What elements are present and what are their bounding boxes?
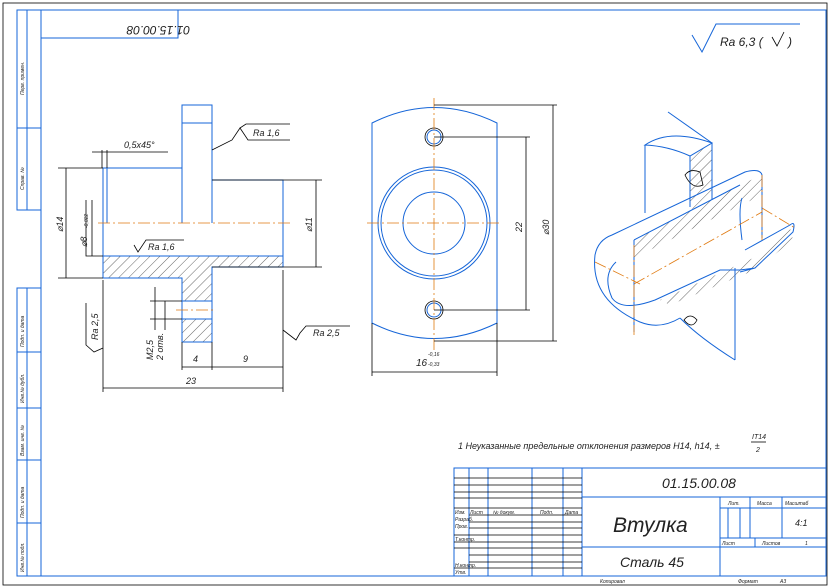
title_block-headers-0: Изм. bbox=[455, 510, 466, 516]
title-block: Изм. Лист № докум. Подп. Дата Разраб. Пр… bbox=[453, 467, 827, 585]
side_strip-1: Справ. № bbox=[20, 167, 26, 190]
side_view-d11: ⌀11 bbox=[304, 217, 314, 232]
title_block-roles-3: Н.контр. bbox=[455, 563, 476, 569]
general-roughness: Ra 6,3 ( ) bbox=[691, 23, 800, 54]
side_view-dim9: 9 bbox=[243, 354, 248, 364]
isometric-view bbox=[594, 111, 796, 361]
mirrored-code-stamp: 01.15.00.08 bbox=[41, 10, 190, 39]
title_block-roles-4: Утв. bbox=[455, 570, 466, 576]
side_view-holes: 2 отв. bbox=[155, 333, 165, 361]
side_view-d8_tol: -0,022 bbox=[84, 214, 90, 228]
title_block-headers-4: Дата bbox=[564, 510, 578, 516]
sheet-copied: Копировал bbox=[600, 579, 625, 585]
title_block-lit_label: Лит. bbox=[727, 501, 740, 507]
sheet-note_fraction_den: 2 bbox=[755, 447, 760, 454]
inner-frame bbox=[40, 9, 827, 577]
title_block-headers-1: Лист bbox=[469, 510, 483, 516]
side-strip: Перв. примен. Справ. № Подп. и дата Инв.… bbox=[16, 9, 42, 577]
side_strip-3: Инв.№ дубл. bbox=[20, 374, 26, 403]
side_view-dim4: 4 bbox=[193, 354, 198, 364]
side-section-view: 0,5x45° Ra 1,6 Ra 1,6 Ra 2,5 Ra 2,5 ⌀14 … bbox=[55, 104, 350, 392]
side_view-ra_bore: Ra 1,6 bbox=[148, 242, 175, 252]
side_view-d8: ⌀8 bbox=[79, 237, 89, 247]
sheet-code: 01.15.00.08 bbox=[662, 475, 736, 491]
front-view: 22 ⌀30 16 -0,16 -0,33 bbox=[367, 98, 557, 376]
front_view-d30: ⌀30 bbox=[541, 220, 551, 235]
side_view-ra_right: Ra 2,5 bbox=[313, 328, 341, 338]
title_block-headers-3: Подп. bbox=[540, 510, 553, 516]
title_block-sheet_label: Лист bbox=[721, 541, 735, 547]
title_block-roles-1: Пров. bbox=[455, 524, 468, 530]
title_block-sheets_label: Листов bbox=[761, 541, 781, 547]
front_view-tol_lower: -0,33 bbox=[428, 362, 440, 368]
sheet-format_value: А3 bbox=[779, 579, 786, 585]
title_block-scale_label: Масштаб bbox=[785, 501, 809, 507]
side_view-chamfer: 0,5x45° bbox=[124, 140, 155, 150]
sheet-roughness_general: Ra 6,3 ( bbox=[720, 35, 765, 49]
front_view-dim16: 16 bbox=[416, 358, 428, 369]
side_view-ra_left: Ra 2,5 bbox=[90, 312, 100, 340]
side_view-d14: ⌀14 bbox=[55, 217, 65, 232]
front_view-dim22: 22 bbox=[514, 222, 524, 233]
side_strip-5: Подп. и дата bbox=[20, 486, 26, 518]
side_view-thread: M2,5 bbox=[145, 339, 155, 360]
sheet-roughness_general_tail: ) bbox=[786, 35, 792, 49]
title_block-headers-2: № докум. bbox=[493, 510, 515, 516]
title_block-sheets_value: 1 bbox=[805, 541, 808, 547]
title_block-roles-0: Разраб. bbox=[455, 517, 473, 523]
sheet-code_mirrored: 01.15.00.08 bbox=[126, 23, 190, 37]
side_strip-0: Перв. примен. bbox=[20, 62, 26, 95]
technical-note: 1 Неуказанные предельные отклонения разм… bbox=[458, 434, 766, 454]
title_block-name: Втулка bbox=[613, 514, 688, 537]
side_strip-2: Подп. и дата bbox=[20, 315, 26, 347]
sheet-note_fraction_num: IT14 bbox=[752, 434, 766, 441]
title_block-material: Сталь 45 bbox=[620, 554, 684, 570]
side_strip-4: Взам. инв. № bbox=[20, 424, 26, 456]
sheet-format_label: Формат bbox=[738, 579, 758, 585]
sheet-note_prefix: 1 Неуказанные предельные отклонения разм… bbox=[458, 441, 720, 451]
front_view-tol_upper: -0,16 bbox=[428, 352, 440, 358]
title_block-scale_value: 4:1 bbox=[795, 518, 808, 528]
side_view-dim23: 23 bbox=[185, 376, 196, 386]
side_strip-6: Инв.№ подл. bbox=[20, 542, 26, 572]
title_block-roles-2: Т.контр. bbox=[455, 537, 475, 543]
side_view-ra_top: Ra 1,6 bbox=[253, 128, 280, 138]
title_block-mass_label: Масса bbox=[757, 501, 772, 507]
